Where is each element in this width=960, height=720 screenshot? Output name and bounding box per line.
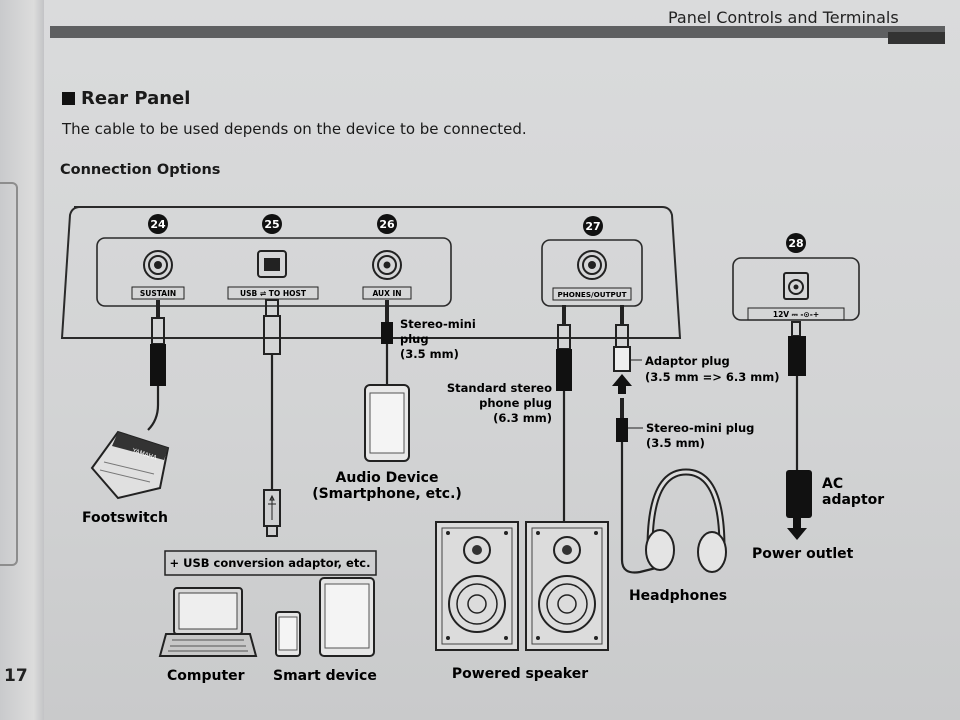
stereo-mini-label-3: (3.5 mm) (400, 347, 459, 361)
footswitch-label: Footswitch (82, 510, 168, 526)
usb-b-port-icon (257, 250, 287, 278)
arrow-up-icon (612, 374, 632, 394)
footswitch-pedal-icon: YAMAHA (90, 430, 170, 500)
badge-27-text: 27 (585, 220, 600, 233)
ac-adaptor-label-1: AC (822, 476, 843, 492)
standard-stereo-plug-icon (556, 305, 572, 522)
headphone-mini-plug-icon (616, 398, 657, 574)
section-title: Rear Panel (62, 88, 190, 109)
square-bullet-icon (62, 92, 75, 105)
laptop-icon (158, 587, 258, 657)
dc-plug-icon (788, 321, 806, 470)
port-group-phones (541, 239, 643, 307)
footswitch-plug-icon (147, 300, 166, 431)
badge-26: 26 (377, 214, 397, 234)
port-group-left (96, 237, 452, 307)
aux-port-label: AUX IN (372, 289, 401, 298)
ac-adaptor-label-2: adaptor (822, 492, 884, 508)
adaptor-plug-icon (613, 305, 631, 372)
smart-device-label: Smart device (273, 668, 377, 684)
aux-plug-icon (381, 300, 393, 385)
header-tab (888, 32, 945, 44)
stereo-mini-plug-label-2: (3.5 mm) (646, 436, 705, 450)
audio-device-label: Audio Device (336, 470, 439, 486)
smartphone-icon (275, 611, 301, 657)
usb-adaptor-note: + USB conversion adaptor, etc. (170, 556, 371, 570)
previous-page-frame (0, 182, 18, 566)
audio-device-icon (364, 384, 410, 462)
usb-icon (268, 494, 276, 520)
audio-device-sublabel: (Smartphone, etc.) (312, 486, 462, 502)
usb-port-label: USB ⇌ TO HOST (240, 289, 307, 298)
speaker-left-icon (435, 521, 519, 651)
badge-27: 27 (583, 216, 603, 236)
page-number: 17 (4, 666, 28, 686)
stereo-mini-label-2: plug (400, 332, 429, 346)
ac-adaptor-body-icon (786, 470, 812, 518)
phones-port-label: PHONES/OUTPUT (558, 290, 627, 299)
badge-26-text: 26 (379, 218, 395, 231)
section-title-text: Rear Panel (81, 88, 191, 109)
phones-jack-icon (577, 250, 607, 280)
intro-text: The cable to be used depends on the devi… (62, 120, 527, 138)
previous-page-edge (0, 0, 48, 720)
tablet-icon (319, 577, 375, 657)
badge-25-text: 25 (264, 218, 279, 231)
header-rule (50, 26, 945, 38)
rear-panel-outline (60, 206, 682, 339)
computer-label: Computer (167, 668, 245, 684)
dc-port-label: 12V ⎓ -⊙-+ (773, 310, 819, 319)
usb-b-plug-icon (263, 299, 281, 490)
badge-28: 28 (786, 233, 806, 253)
standard-stereo-label-1: Standard stereo (447, 381, 552, 395)
sustain-port-label: SUSTAIN (140, 289, 176, 298)
stereo-mini-plug-label-1: Stereo-mini plug (646, 421, 754, 435)
adaptor-plug-label-1: Adaptor plug (645, 354, 730, 368)
standard-stereo-label-3: (6.3 mm) (493, 411, 552, 425)
headphones-icon (645, 468, 727, 573)
badge-28-text: 28 (788, 237, 803, 250)
speaker-right-icon (525, 521, 609, 651)
header-title: Panel Controls and Terminals (668, 8, 899, 27)
powered-speaker-label: Powered speaker (452, 666, 588, 682)
usb-a-plug-icon (263, 489, 281, 537)
sustain-jack-icon (143, 250, 173, 280)
connection-options-heading: Connection Options (60, 162, 221, 178)
arrow-down-icon (787, 518, 807, 540)
power-outlet-label: Power outlet (752, 546, 854, 562)
adaptor-plug-label-2: (3.5 mm => 6.3 mm) (645, 370, 779, 384)
badge-25: 25 (262, 214, 282, 234)
aux-in-jack-icon (372, 250, 402, 280)
standard-stereo-label-2: phone plug (479, 396, 552, 410)
dc-in-jack-icon (783, 272, 809, 300)
badge-24: 24 (148, 214, 168, 234)
stereo-mini-label-1: Stereo-mini (400, 317, 476, 331)
badge-24-text: 24 (150, 218, 166, 231)
headphones-label: Headphones (629, 588, 727, 604)
